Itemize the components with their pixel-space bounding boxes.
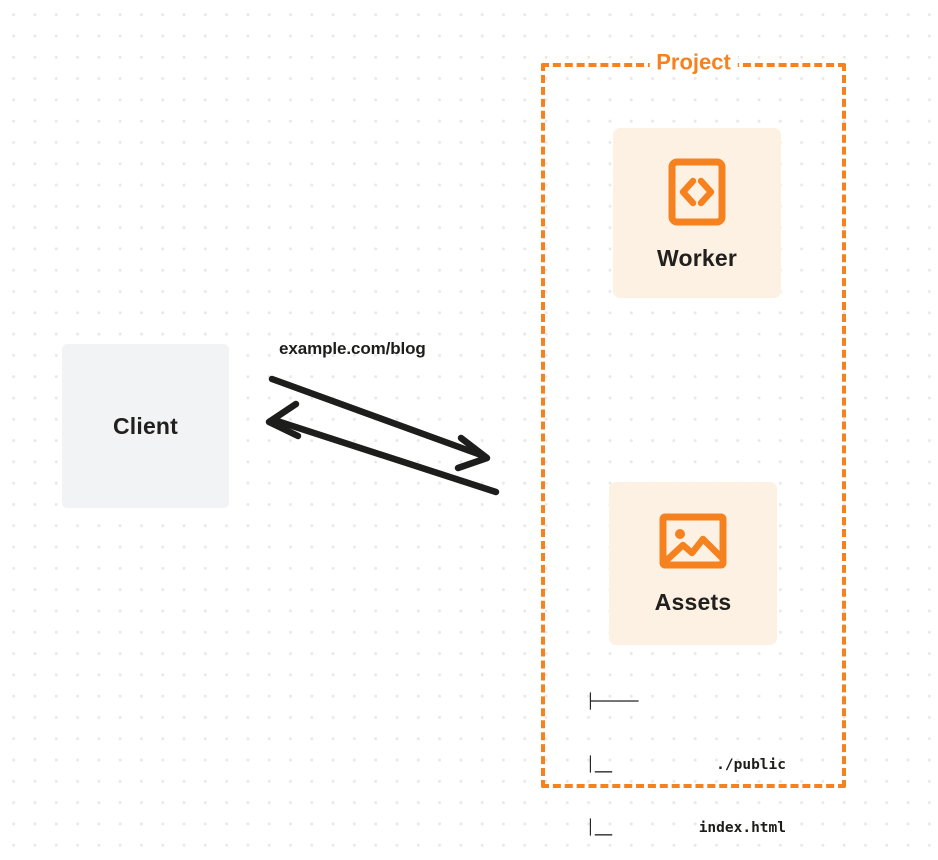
tree-branch-glyph: ├─────: [586, 694, 639, 710]
file-tree: ├───── ./public │__ index.html │__ blog.…: [586, 650, 786, 860]
tree-branch-glyph: │__: [586, 820, 613, 836]
assets-card[interactable]: Assets: [609, 482, 777, 645]
image-icon: [659, 512, 727, 575]
file-tree-row: ├───── ./public: [586, 692, 786, 773]
file-tree-row: │__ blog.html: [586, 818, 786, 839]
project-title: Project: [649, 51, 738, 74]
tree-item-label: ./public: [716, 757, 786, 773]
project-container: Project: [541, 51, 846, 788]
worker-card[interactable]: Worker: [613, 128, 781, 298]
client-label: Client: [112, 412, 179, 439]
client-node[interactable]: Client: [62, 344, 229, 508]
connector-label: example.com/blog: [279, 339, 426, 358]
file-tree-row: │__ index.html: [586, 755, 786, 836]
request-arrow-icon: [268, 375, 491, 472]
tree-branch-glyph: │__: [586, 757, 613, 773]
worker-label: Worker: [656, 245, 738, 271]
tree-item-label: index.html: [698, 820, 786, 836]
assets-label: Assets: [654, 589, 732, 615]
code-brackets-icon: [668, 158, 726, 231]
response-arrow-icon: [265, 400, 500, 496]
